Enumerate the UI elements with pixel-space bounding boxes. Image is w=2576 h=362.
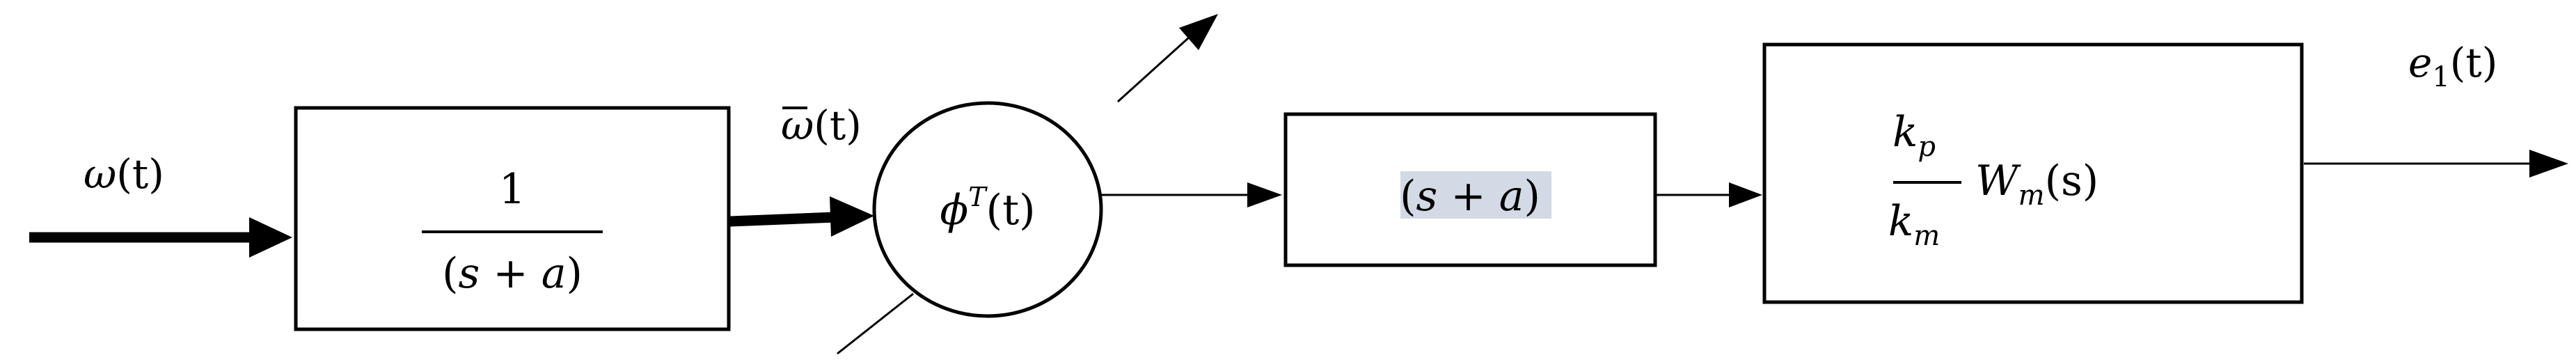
output-signal-label: e1(t) <box>2408 39 2497 93</box>
filtered-signal-label: ω(t) <box>781 102 862 149</box>
summer-to-lead-arrow <box>1101 182 1282 207</box>
plant-km: km <box>1888 197 1940 252</box>
regressor-node <box>872 101 1103 318</box>
output-arrow <box>2304 150 2568 178</box>
plant-transfer: Wm(s) <box>1975 157 2099 212</box>
plant-kp: kp <box>1893 108 1936 163</box>
lead-label: (s + a) <box>1400 172 1540 221</box>
adaptation-arrow <box>837 14 1218 355</box>
lead-to-plant-arrow <box>1655 182 1762 207</box>
plant-block <box>1762 42 2304 304</box>
lead-highlight <box>1400 171 1551 219</box>
filtered-signal-arrow <box>729 196 874 237</box>
filter-numerator: 1 <box>499 165 526 214</box>
input-arrow <box>29 217 292 258</box>
regressor-label: ϕT(t) <box>940 182 1035 235</box>
input-signal-label: ω(t) <box>84 150 164 198</box>
filter-denominator: (s + a) <box>442 249 583 298</box>
filter-block <box>294 106 731 331</box>
